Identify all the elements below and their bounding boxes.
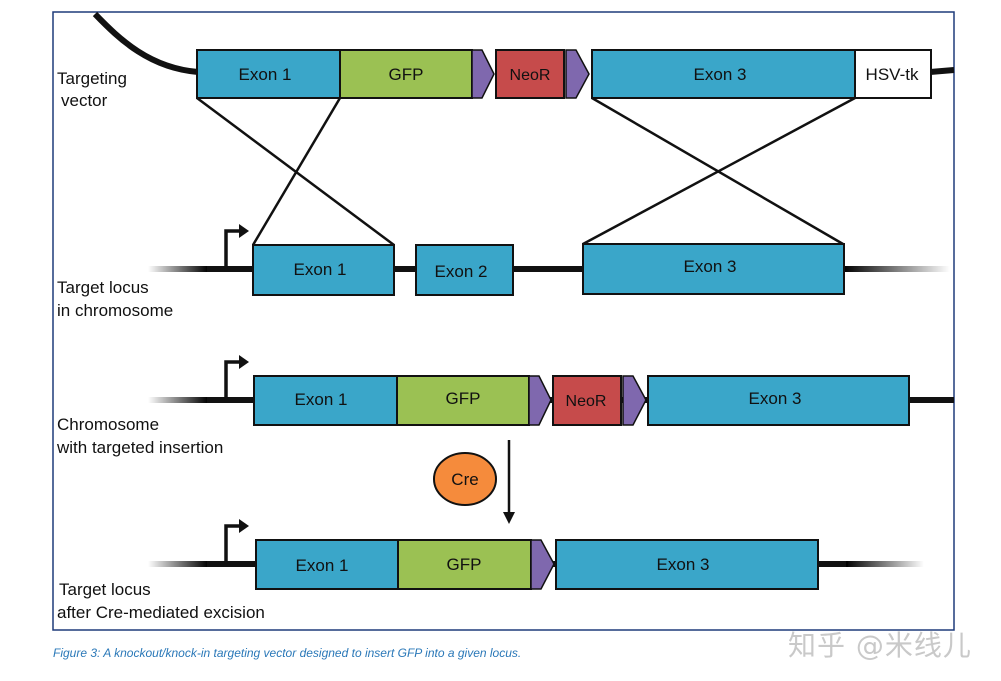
insertion-exon3-label: Exon 3 [749,389,802,408]
excision-arrow-head [503,512,515,524]
insertion-loxp-2 [622,375,647,426]
locus-exon1-label: Exon 1 [294,260,347,279]
vector-row-label-line2: vector [61,91,108,110]
excised-exon3-label: Exon 3 [657,555,710,574]
insertion-exon3: Exon 3 [647,375,910,426]
vector-row-label-line1: Targeting [57,69,127,88]
locus-promoter-arrowhead [239,224,249,238]
insertion-gfp: GFP [396,375,530,426]
watermark: 知乎 @米线儿 [788,629,972,662]
vector-loxp-1 [471,49,495,99]
insertion-promoter-arrow [224,360,240,400]
figure-caption: Figure 3: A knockout/knock-in targeting … [53,646,522,660]
excised-gfp: GFP [397,539,532,590]
vector-backbone-right [929,67,955,75]
excised-gfp-label: GFP [447,555,482,574]
insertion-line-fade-left [148,397,208,403]
figure-frame [52,11,955,631]
insertion-neor: NeoR [552,375,622,426]
insertion-gfp-label: GFP [446,389,481,408]
excised-promoter-arrow [224,524,240,564]
vector-exon3: Exon 3 [591,49,856,99]
insertion-row-label-line1: Chromosome [57,415,159,434]
vector-loxp-2 [565,49,590,99]
excised-row-label-line1: Target locus [59,580,151,599]
excised-promoter-arrowhead [239,519,249,533]
locus-exon1: Exon 1 [252,244,395,296]
insertion-exon1-label: Exon 1 [295,390,348,409]
cre-label: Cre [451,470,478,489]
insertion-row-label-line2: with targeted insertion [56,438,223,457]
vector-neor: NeoR [495,49,565,99]
locus-row-label-line1: Target locus [57,278,149,297]
insertion-exon1: Exon 1 [253,375,398,426]
locus-row-label-line2: in chromosome [57,301,173,320]
locus-promoter-arrow [224,229,240,269]
vector-exon3-label: Exon 3 [694,65,747,84]
excised-row-label-line2: after Cre-mediated excision [57,603,265,622]
vector-gfp-label: GFP [389,65,424,84]
cre-recombinase: Cre [433,452,497,506]
excised-line-fade-right [846,561,924,567]
vector-exon1: Exon 1 [196,49,341,99]
locus-line-fade-right [844,266,950,272]
excised-exon3: Exon 3 [555,539,819,590]
vector-neor-label: NeoR [510,67,551,84]
vector-exon1-label: Exon 1 [239,65,292,84]
vector-backbone-left [92,11,199,75]
vector-hsvtk-label: HSV-tk [866,65,919,84]
insertion-neor-label: NeoR [566,393,607,410]
locus-exon2-label: Exon 2 [435,262,488,281]
excised-exon1-label: Exon 1 [296,556,349,575]
vector-hsvtk: HSV-tk [854,49,932,99]
excised-exon1: Exon 1 [255,539,399,590]
recombination-crossover-lines [196,96,856,247]
locus-exon3-label: Exon 3 [684,257,737,276]
vector-gfp: GFP [339,49,473,99]
locus-exon2: Exon 2 [415,244,514,296]
excised-line-fade-left [148,561,208,567]
insertion-promoter-arrowhead [239,355,249,369]
locus-line-fade-left [148,266,208,272]
insertion-loxp-1 [528,375,552,426]
excised-loxp [530,539,555,590]
locus-exon3: Exon 3 [582,243,845,295]
